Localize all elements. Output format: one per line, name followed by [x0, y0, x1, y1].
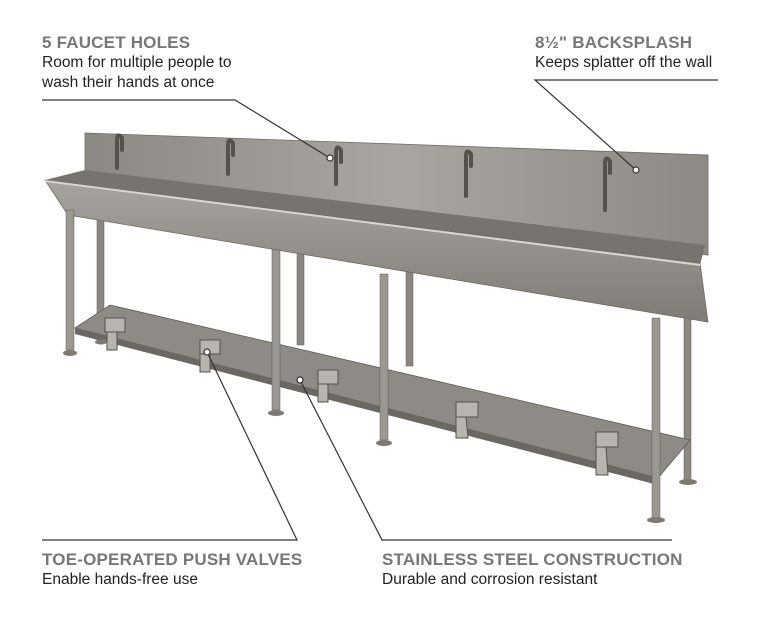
callout-construction: STAINLESS STEEL CONSTRUCTION Durable and… — [382, 550, 683, 590]
callout-desc: Durable and corrosion resistant — [382, 571, 598, 588]
callout-title: 5 FAUCET HOLES — [42, 33, 191, 52]
toe-valves — [104, 317, 619, 476]
callout-desc: Room for multiple people to — [42, 54, 232, 71]
callout-desc: Enable hands-free use — [42, 571, 198, 588]
callout-desc: wash their hands at once — [42, 74, 215, 91]
backsplash — [84, 132, 709, 256]
callout-title: STAINLESS STEEL CONSTRUCTION — [382, 550, 683, 569]
callout-lines — [42, 79, 718, 541]
callout-title: TOE-OPERATED PUSH VALVES — [42, 550, 303, 569]
faucets — [115, 133, 612, 212]
callout-backsplash: 8½" BACKSPLASH Keeps splatter off the wa… — [535, 33, 712, 73]
callout-faucet-holes: 5 FAUCET HOLES Room for multiple people … — [42, 33, 232, 93]
basin-front — [44, 179, 709, 323]
callout-desc: Keeps splatter off the wall — [535, 54, 713, 71]
callout-title: 8½" BACKSPLASH — [535, 33, 693, 52]
callout-push-valves: TOE-OPERATED PUSH VALVES Enable hands-fr… — [42, 550, 302, 590]
